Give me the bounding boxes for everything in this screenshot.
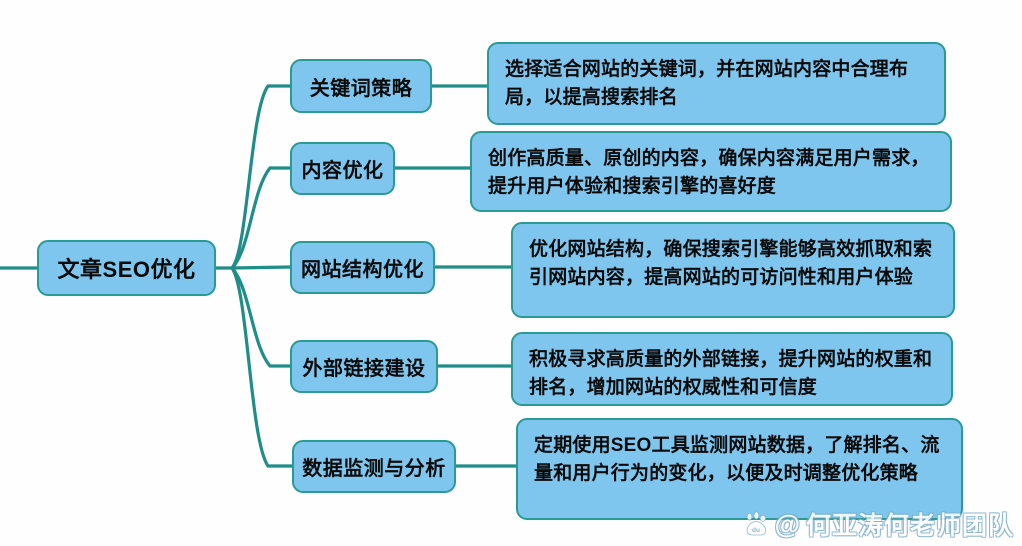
branch-node-data-monitoring[interactable]: 数据监测与分析 [292, 440, 456, 493]
detail-node-text: 选择适合网站的关键词，并在网站内容中合理布局，以提高搜索排名 [505, 59, 909, 108]
detail-node-text: 定期使用SEO工具监测网站数据，了解排名、流量和用户行为的变化，以便及时调整优化… [534, 435, 940, 484]
branch-node-external-links[interactable]: 外部链接建设 [290, 340, 438, 393]
detail-node-text: 创作高质量、原创的内容，确保内容满足用户需求，提升用户体验和搜索引擎的喜好度 [488, 148, 930, 197]
detail-node-site-structure[interactable]: 优化网站结构，确保搜索引擎能够高效抓取和索引网站内容，提高网站的可访问性和用户体… [511, 222, 955, 318]
branch-node-site-structure[interactable]: 网站结构优化 [290, 241, 435, 294]
branch-node-label: 内容优化 [301, 160, 384, 182]
branch-node-keyword-strategy[interactable]: 关键词策略 [290, 59, 432, 113]
branch-node-label: 外部链接建设 [302, 358, 426, 380]
branch-node-label: 关键词策略 [309, 77, 413, 100]
detail-node-text: 优化网站结构，确保搜索引擎能够高效抓取和索引网站内容，提高网站的可访问性和用户体… [529, 239, 933, 288]
detail-node-text: 积极寻求高质量的外部链接，提升网站的权重和排名，增加网站的权威性和可信度 [529, 349, 933, 398]
detail-node-content-optimization[interactable]: 创作高质量、原创的内容，确保内容满足用户需求，提升用户体验和搜索引擎的喜好度 [470, 131, 952, 212]
branch-node-label: 网站结构优化 [301, 259, 424, 281]
svg-text:du: du [752, 527, 760, 534]
root-node-label: 文章SEO优化 [57, 257, 196, 282]
branch-node-content-optimization[interactable]: 内容优化 [290, 142, 395, 195]
detail-node-data-monitoring[interactable]: 定期使用SEO工具监测网站数据，了解排名、流量和用户行为的变化，以便及时调整优化… [516, 418, 963, 520]
detail-node-keyword-strategy[interactable]: 选择适合网站的关键词，并在网站内容中合理布局，以提高搜索排名 [487, 42, 946, 125]
detail-node-external-links[interactable]: 积极寻求高质量的外部链接，提升网站的权重和排名，增加网站的权威性和可信度 [511, 332, 953, 406]
root-node[interactable]: 文章SEO优化 [37, 240, 216, 296]
branch-node-label: 数据监测与分析 [302, 458, 446, 480]
